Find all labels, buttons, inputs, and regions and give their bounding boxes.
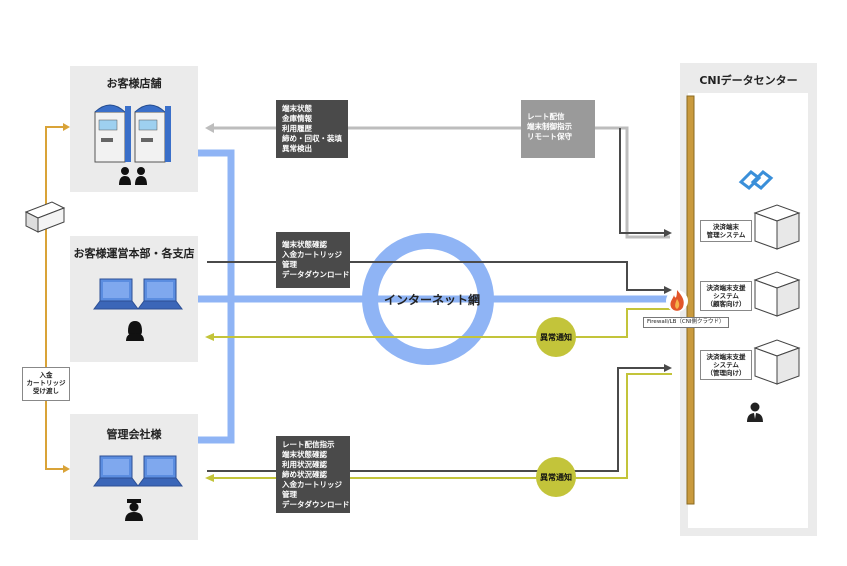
box-line: 締め・回収・装填 [282, 134, 342, 143]
dark-line-mgmt [207, 367, 668, 472]
people-icon [119, 167, 147, 185]
sys-line: （管理向け） [706, 369, 746, 377]
gray-arrow-top [205, 123, 214, 133]
blue-link-store [198, 149, 235, 299]
panel-hq-title: お客様運営本部・各支店 [73, 247, 195, 260]
sys-line: システム [713, 292, 739, 300]
kiosk-icon [94, 104, 131, 163]
cni-backbone-bar [686, 95, 695, 505]
box-line: 端末状態確認 [282, 240, 327, 249]
cartridge-arrow-top [63, 123, 70, 131]
panel-store-title: お客様店舗 [106, 77, 162, 90]
box-line: レート配信 [527, 112, 565, 121]
alert-badge-hq: 異常通知 [536, 317, 576, 357]
box-line: 端末状態 [282, 104, 312, 113]
panel-store: お客様店舗 [70, 66, 198, 192]
rate-control-box: レート配信 端末制御指示 リモート保守 [521, 100, 595, 158]
logo-icon [738, 170, 774, 190]
panel-cni-title: CNIデータセンター [699, 74, 798, 87]
gray-line-top [210, 126, 670, 239]
sys-line: （顧客向け） [706, 300, 746, 308]
box-line: 入金カートリッジ [282, 250, 342, 259]
firewall-label: Firewall/LB（CNI側クラウド） [643, 317, 729, 328]
internet-ring [362, 233, 494, 365]
laptop-icon [93, 455, 139, 487]
server-icon [753, 339, 801, 385]
box-line: リモート保守 [527, 132, 572, 141]
box-line: 端末制御指示 [527, 122, 572, 131]
blue-link-mgmt [198, 299, 235, 444]
dark-line-hq [207, 261, 668, 291]
note-line: 入金 [39, 371, 53, 379]
firewall-icon [666, 290, 688, 312]
sys-line: システム [713, 361, 739, 369]
internet-label: インターネット網 [384, 293, 481, 307]
box-line: データダウンロード [282, 270, 350, 279]
note-line: 受け渡し [33, 387, 59, 395]
note-line: カートリッジ [26, 379, 66, 387]
system-label-support-customer: 決済端末支援 システム （顧客向け） [700, 281, 752, 311]
cartridge-note: 入金 カートリッジ 受け渡し [22, 367, 70, 401]
cartridge-arrow-bottom [63, 465, 70, 473]
dark-line-top [619, 128, 668, 234]
dark-arrow-hq [664, 286, 672, 294]
mgmt-ops-box: レート配信指示 端末状態確認 利用状況確認 締め状況確認 入金カートリッジ 管理… [276, 436, 350, 513]
box-line: レート配信指示 [282, 440, 335, 449]
box-line: 締め状況確認 [282, 470, 327, 479]
sys-line: 決済端末支援 [706, 284, 746, 292]
laptop-icon [93, 278, 139, 310]
yellow-arrow-mgmt [205, 474, 214, 482]
cartridge-icon [24, 201, 66, 233]
sys-line: 管理システム [706, 231, 746, 239]
alert-badge-mgmt: 異常通知 [536, 457, 576, 497]
box-line: 管理 [282, 260, 297, 269]
woman-icon [126, 321, 144, 341]
yellow-line-mgmt [210, 373, 672, 479]
guard-icon [125, 499, 143, 521]
box-line: 管理 [282, 490, 297, 499]
yellow-line-hq [210, 308, 672, 338]
laptop-icon [137, 455, 183, 487]
box-line: 異常検出 [282, 144, 312, 153]
box-line: 利用状況確認 [282, 460, 327, 469]
hq-ops-box: 端末状態確認 入金カートリッジ 管理 データダウンロード [276, 232, 350, 288]
dark-arrow-top [664, 229, 672, 237]
cartridge-route-line [45, 126, 66, 470]
panel-mgmt-title: 管理会社様 [106, 428, 162, 441]
box-line: データダウンロード [282, 500, 350, 509]
laptop-icon [137, 278, 183, 310]
box-line: 端末状態確認 [282, 450, 327, 459]
box-line: 利用履歴 [282, 124, 312, 133]
box-line: 金庫情報 [282, 114, 312, 123]
sys-line: 決済端末支援 [706, 353, 746, 361]
sys-line: 決済端末 [713, 223, 739, 231]
box-line: 入金カートリッジ [282, 480, 342, 489]
yellow-arrow-hq [205, 333, 214, 341]
system-label-payment-mgmt: 決済端末 管理システム [700, 220, 752, 242]
dark-arrow-mgmt [664, 364, 672, 372]
server-icon [753, 271, 801, 317]
kiosk-icon [134, 104, 171, 163]
system-label-support-mgmt: 決済端末支援 システム （管理向け） [700, 350, 752, 380]
store-status-box: 端末状態 金庫情報 利用履歴 締め・回収・装填 異常検出 [276, 100, 348, 158]
server-icon [753, 204, 801, 250]
businessman-icon [747, 402, 763, 422]
